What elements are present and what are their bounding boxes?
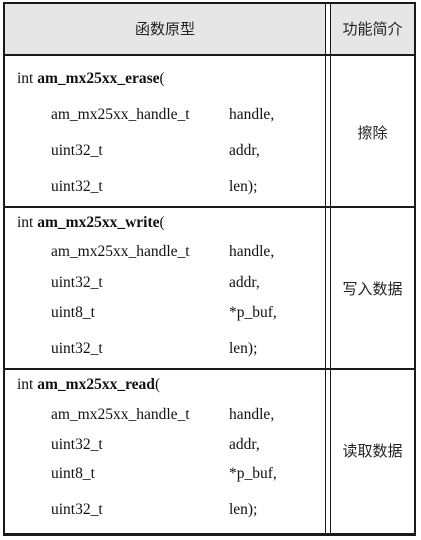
row-divider [5, 206, 414, 208]
param-name: handle, [229, 243, 275, 260]
function-name: am_mx25xx_write [37, 214, 160, 231]
param-name: addr, [229, 436, 260, 453]
column-divider [325, 56, 331, 533]
function-description: 擦除 [357, 124, 388, 142]
function-name: am_mx25xx_erase [37, 70, 160, 87]
param-type: am_mx25xx_handle_t [51, 106, 190, 123]
open-paren: ( [154, 376, 161, 393]
param-name: handle, [229, 106, 275, 123]
param-type: uint8_t [51, 465, 95, 482]
return-type: int [17, 376, 38, 393]
header-prototype: 函数原型 [134, 20, 195, 38]
param-name: len); [229, 501, 258, 518]
function-description: 读取数据 [342, 442, 403, 460]
param-type: am_mx25xx_handle_t [51, 406, 190, 423]
row-divider [5, 368, 414, 370]
api-table: 函数原型 功能简介 int am_mx25xx_erase( am_mx25xx… [3, 2, 416, 536]
param-type: uint32_t [51, 178, 103, 195]
return-type: int [17, 214, 38, 231]
return-type: int [17, 70, 38, 87]
param-name: len); [229, 340, 258, 357]
param-name: handle, [229, 406, 275, 423]
param-type: uint32_t [51, 340, 103, 357]
header-description: 功能简介 [342, 20, 403, 38]
param-type: uint32_t [51, 142, 103, 159]
param-type: uint32_t [51, 436, 103, 453]
param-name: *p_buf, [229, 304, 277, 321]
function-description: 写入数据 [342, 280, 403, 298]
table-header: 函数原型 功能简介 [5, 4, 414, 56]
column-divider [325, 4, 331, 54]
open-paren: ( [159, 70, 165, 87]
open-paren: ( [159, 214, 165, 231]
param-name: len); [229, 178, 258, 195]
function-signature: int am_mx25xx_write( [17, 214, 165, 232]
param-type: uint8_t [51, 304, 95, 321]
param-name: addr, [229, 142, 260, 159]
function-signature: int am_mx25xx_read( [17, 376, 160, 394]
function-name: am_mx25xx_read [37, 376, 155, 393]
param-type: uint32_t [51, 274, 103, 291]
param-name: *p_buf, [229, 465, 277, 482]
param-name: addr, [229, 274, 260, 291]
function-signature: int am_mx25xx_erase( [17, 70, 165, 88]
param-type: uint32_t [51, 501, 103, 518]
param-type: am_mx25xx_handle_t [51, 243, 190, 260]
